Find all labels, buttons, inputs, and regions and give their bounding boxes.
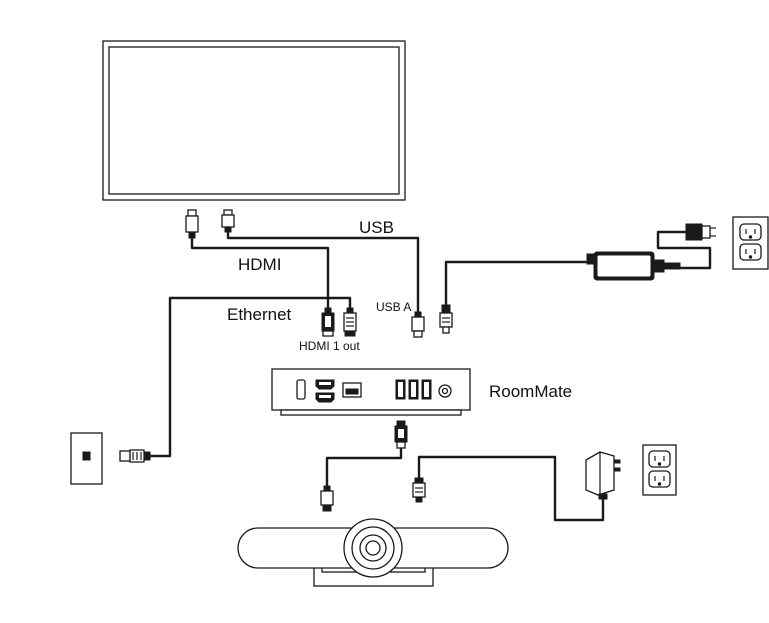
ac-plug-icon xyxy=(685,223,716,241)
camera-usb-connector-top-icon xyxy=(394,420,408,449)
ethernet-wall-jack-icon xyxy=(70,432,103,485)
usb-label: USB xyxy=(359,218,394,237)
roommate-device-icon xyxy=(271,368,471,416)
wall-outlet-icon xyxy=(732,216,769,270)
display-hdmi-connector-icon xyxy=(185,209,199,239)
plug-in-adapter-icon xyxy=(585,451,621,500)
ethernet-plug-icon xyxy=(119,449,151,463)
camera-power-connector-icon xyxy=(412,477,426,503)
camera-usb-connector-bottom-icon xyxy=(320,485,334,512)
display-usb-connector-icon xyxy=(221,209,235,233)
adapter-wall-cord xyxy=(656,230,712,270)
usb-a-label: USB A xyxy=(376,300,411,314)
usb-cable xyxy=(226,228,420,315)
camera-usb-cable xyxy=(325,446,403,492)
wall-outlet-lower-icon xyxy=(642,444,677,496)
hdmi-1-out-label: HDMI 1 out xyxy=(299,339,360,353)
roommate-power-cable xyxy=(444,260,592,308)
power-adapter-icon xyxy=(586,251,681,281)
hdmi-cable xyxy=(190,235,330,312)
hdmi-label: HDMI xyxy=(238,255,281,274)
usb-a-connector-icon xyxy=(411,311,425,338)
camera-bar-icon xyxy=(237,518,509,587)
power-connector-icon xyxy=(439,304,453,334)
roommate-label: RoomMate xyxy=(489,382,572,401)
ethernet-cable xyxy=(148,296,352,458)
ethernet-label: Ethernet xyxy=(227,305,292,324)
ethernet-connector-icon xyxy=(343,307,357,337)
display-icon xyxy=(102,40,406,201)
camera-power-cable xyxy=(417,455,605,522)
hdmi-out-connector-icon xyxy=(321,307,335,337)
